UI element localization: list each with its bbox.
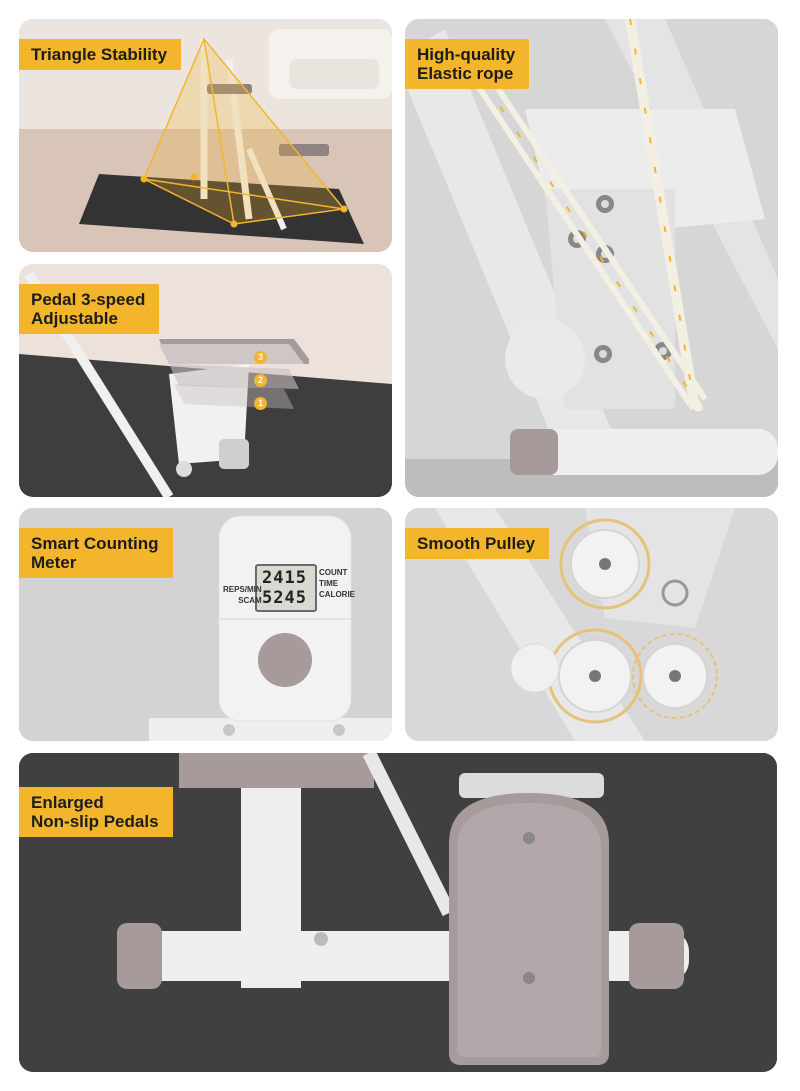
smooth-pulley-label: Smooth Pulley (405, 528, 550, 559)
panel-nonslip-pedals: Enlarged Non-slip Pedals (19, 753, 777, 1072)
pedal-speed-label: Pedal 3-speed Adjustable (19, 284, 160, 334)
panel-elastic-rope: High-quality Elastic rope (405, 19, 778, 497)
panel-triangle-stability: Triangle Stability (19, 19, 392, 252)
meter-label-time: TIME (319, 579, 339, 588)
counting-meter-illustration (19, 508, 392, 741)
triangle-stability-label: Triangle Stability (19, 39, 182, 70)
elastic-rope-label: High-quality Elastic rope (405, 39, 530, 89)
triangle-stability-illustration (19, 19, 392, 252)
panel-smooth-pulley: Smooth Pulley (405, 508, 778, 741)
meter-label-calorie: CALORIE (319, 590, 355, 599)
nonslip-pedals-label: Enlarged Non-slip Pedals (19, 787, 173, 837)
meter-lcd-top-value: 2415 (262, 568, 307, 588)
meter-label-reps: REPS/MIN (223, 585, 262, 594)
pedal-level-1-badge: 1 (254, 397, 267, 410)
meter-left-labels: REPS/MIN SCAM (223, 584, 262, 606)
panel-pedal-speed: 3 2 1 Pedal 3-speed Adjustable (19, 264, 392, 497)
meter-right-labels: COUNT TIME CALORIE (319, 567, 355, 600)
pedal-level-2-badge: 2 (254, 374, 267, 387)
elastic-rope-illustration (405, 19, 778, 497)
meter-lcd-display: 2415 5245 (255, 564, 317, 612)
meter-label-count: COUNT (319, 568, 348, 577)
nonslip-pedals-illustration (19, 753, 777, 1072)
panel-counting-meter: 2415 5245 REPS/MIN SCAM COUNT TIME CALOR… (19, 508, 392, 741)
meter-label-scam: SCAM (238, 596, 262, 605)
counting-meter-label: Smart Counting Meter (19, 528, 173, 578)
pedal-level-3-badge: 3 (254, 351, 267, 364)
meter-lcd-bottom-value: 5245 (262, 588, 307, 608)
